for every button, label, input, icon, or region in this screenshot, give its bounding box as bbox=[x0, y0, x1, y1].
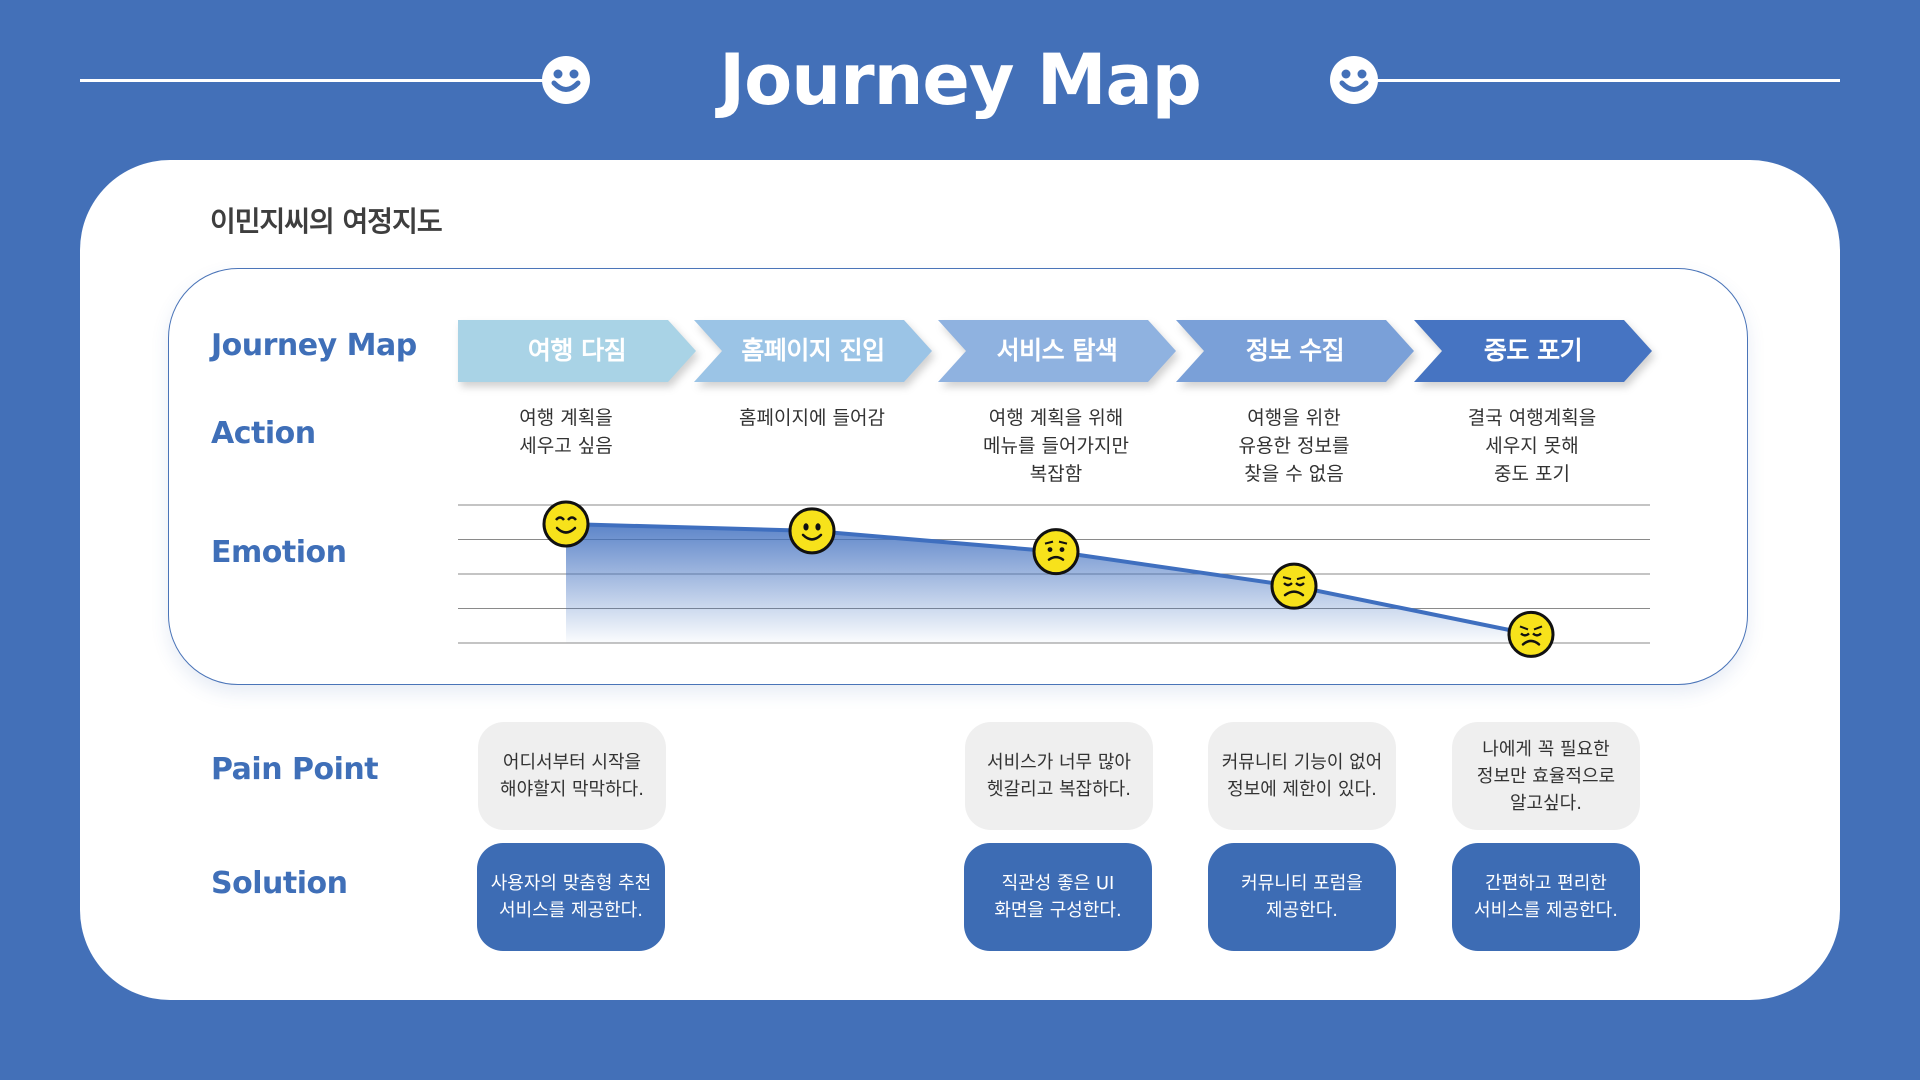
smiley-icon bbox=[542, 56, 590, 104]
stage-label: 중도 포기 bbox=[1483, 336, 1583, 365]
pain-point-box: 커뮤니티 기능이 없어 정보에 제한이 있다. bbox=[1208, 722, 1396, 830]
stage-label: 정보 수집 bbox=[1245, 336, 1345, 365]
pain-point-box: 어디서부터 시작을 해야할지 막막하다. bbox=[478, 722, 666, 830]
smiley-icon bbox=[1330, 56, 1378, 104]
stage-label: 서비스 탐색 bbox=[996, 336, 1118, 365]
disappointed-face-icon bbox=[1507, 610, 1555, 658]
pain-point-box: 서비스가 너무 많아 헷갈리고 복잡하다. bbox=[965, 722, 1153, 830]
page-title: Journey Map bbox=[719, 39, 1202, 121]
solution-box: 간편하고 편리한 서비스를 제공한다. bbox=[1452, 843, 1640, 951]
happy-face-icon bbox=[542, 500, 590, 548]
stage-label: 여행 다짐 bbox=[527, 336, 627, 365]
row-label-action: Action bbox=[211, 416, 316, 451]
row-label-emotion: Emotion bbox=[211, 535, 347, 570]
solution-box: 커뮤니티 포럼을 제공한다. bbox=[1208, 843, 1396, 951]
solution-box: 직관성 좋은 UI 화면을 구성한다. bbox=[964, 843, 1152, 951]
stage-chevron: 홈페이지 진입 bbox=[694, 320, 932, 382]
pain-point-box: 나에게 꼭 필요한 정보만 효율적으로 알고싶다. bbox=[1452, 722, 1640, 830]
action-text: 여행 계획을 위해 메뉴를 들어가지만 복잡함 bbox=[983, 407, 1129, 485]
smile-face-icon bbox=[788, 507, 836, 555]
action-text: 결국 여행계획을 세우지 못해 중도 포기 bbox=[1467, 407, 1597, 485]
stage-chevron: 중도 포기 bbox=[1414, 320, 1652, 382]
row-label-journey: Journey Map bbox=[211, 328, 417, 363]
row-label-pain-point: Pain Point bbox=[211, 752, 379, 787]
header-right-line bbox=[1375, 79, 1840, 82]
action-text: 여행 계획을 세우고 싶음 bbox=[519, 407, 613, 457]
action-text: 홈페이지에 들어감 bbox=[739, 407, 885, 429]
solution-box: 사용자의 맞춤형 추천 서비스를 제공한다. bbox=[477, 843, 665, 951]
journey-subtitle: 이민지씨의 여정지도 bbox=[210, 205, 443, 238]
action-text: 여행을 위한 유용한 정보를 찾을 수 없음 bbox=[1238, 407, 1350, 485]
stage-chevron: 서비스 탐색 bbox=[938, 320, 1176, 382]
row-label-solution: Solution bbox=[211, 866, 348, 901]
stage-chevron: 여행 다짐 bbox=[458, 320, 696, 382]
stage-label: 홈페이지 진입 bbox=[741, 336, 885, 365]
worried-face-icon bbox=[1032, 528, 1080, 576]
stage-chevron: 정보 수집 bbox=[1176, 320, 1414, 382]
header-left-line bbox=[80, 79, 550, 82]
sad-face-icon bbox=[1270, 562, 1318, 610]
